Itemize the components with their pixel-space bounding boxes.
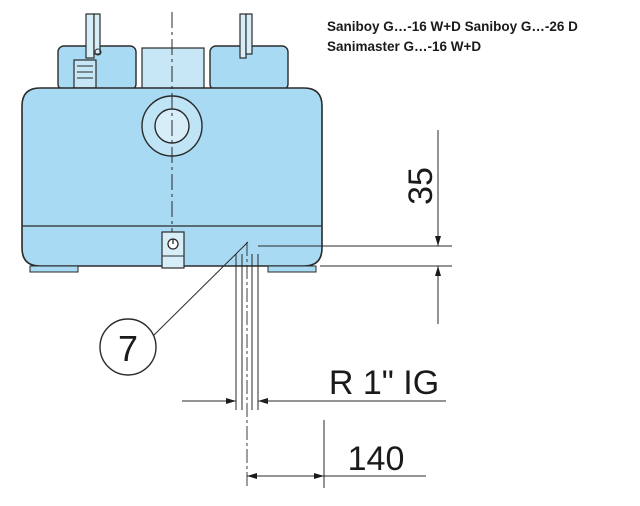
center-top-module — [141, 47, 205, 91]
height-dimension: 35 — [258, 130, 452, 324]
thread-label: R 1" IG — [329, 364, 439, 402]
thread-dimension: R 1" IG — [182, 364, 446, 404]
model-line-1: Saniboy G…-16 W+D Saniboy G…-26 D — [327, 19, 578, 34]
width-dimension: 140 — [247, 420, 426, 488]
right-top-module — [209, 13, 289, 91]
model-list: Saniboy G…-16 W+D Saniboy G…-26 D Sanima… — [327, 17, 578, 57]
left-top-module — [57, 13, 137, 91]
power-switch — [161, 231, 185, 269]
callout-number: 7 — [118, 328, 138, 369]
height-label: 35 — [402, 167, 440, 205]
outlet-stub — [235, 242, 259, 488]
callout-7: 7 — [99, 241, 249, 376]
width-label: 140 — [348, 440, 405, 478]
model-line-2: Sanimaster G…-16 W+D — [327, 39, 482, 54]
